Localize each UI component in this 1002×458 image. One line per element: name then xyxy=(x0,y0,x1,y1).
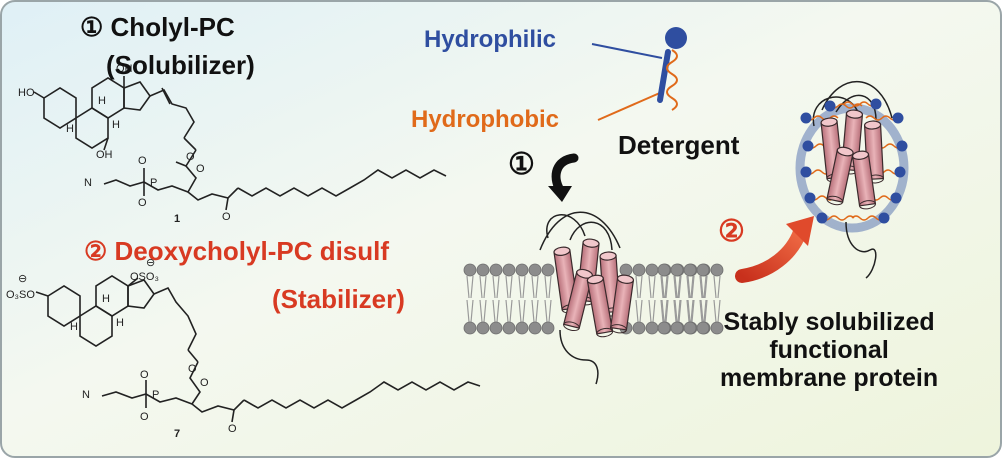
svg-text:OH: OH xyxy=(96,149,113,161)
svg-text:O: O xyxy=(188,363,197,375)
svg-text:H: H xyxy=(116,317,124,329)
svg-text:H: H xyxy=(66,123,74,135)
svg-text:O: O xyxy=(140,369,149,381)
result-caption: Stably solubilized functional membrane p… xyxy=(720,308,938,392)
compound-7-role: (Stabilizer) xyxy=(272,284,405,314)
detergent-label: Detergent xyxy=(618,130,740,160)
compound-7-atom-labels: O₃SO OSO₃ ⊖ ⊖ H H H O O O O P N O xyxy=(6,257,237,435)
detergent-icon xyxy=(591,27,687,121)
compound-1-number: 1 xyxy=(174,213,181,225)
svg-text:⊖: ⊖ xyxy=(18,273,27,285)
compound-7-title: ② Deoxycholyl-PC disulf xyxy=(84,236,390,266)
compound-1-role: (Solubilizer) xyxy=(106,50,255,80)
compound-7-structure xyxy=(35,275,481,423)
hydrophobic-label: Hydrophobic xyxy=(411,106,559,133)
svg-text:N: N xyxy=(84,177,92,189)
svg-text:O: O xyxy=(140,411,149,423)
hydrophobic-pointer-line xyxy=(597,91,663,121)
hydrophilic-label: Hydrophilic xyxy=(424,26,557,53)
svg-text:O: O xyxy=(138,197,147,209)
step1-arrow-icon xyxy=(548,153,579,202)
svg-text:OSO₃: OSO₃ xyxy=(130,271,159,283)
svg-text:H: H xyxy=(102,293,110,305)
svg-text:N: N xyxy=(82,389,90,401)
result-line-3: membrane protein xyxy=(720,364,939,392)
svg-text:H: H xyxy=(98,95,106,107)
result-line-1: Stably solubilized xyxy=(723,308,935,336)
step2-arrow-icon xyxy=(735,216,814,283)
solubilized-protein-micelle xyxy=(795,81,909,279)
result-line-2: functional xyxy=(769,336,889,364)
compound-1-title: ① Cholyl-PC xyxy=(80,12,235,42)
svg-text:O: O xyxy=(228,423,237,435)
svg-text:O: O xyxy=(200,377,209,389)
svg-text:P: P xyxy=(150,177,157,189)
svg-text:HO: HO xyxy=(18,87,35,99)
membrane-protein-in-bilayer xyxy=(539,211,635,385)
compound-7-number: 7 xyxy=(174,428,181,440)
lipid-bilayer xyxy=(463,263,724,335)
svg-text:OH: OH xyxy=(116,63,133,75)
compound-1-structure xyxy=(33,76,447,211)
svg-text:O₃SO: O₃SO xyxy=(6,289,35,301)
svg-text:P: P xyxy=(152,389,159,401)
step1-marker: ① xyxy=(508,148,535,181)
svg-text:H: H xyxy=(70,321,78,333)
svg-text:O: O xyxy=(186,151,195,163)
step2-marker: ② xyxy=(718,215,745,248)
svg-text:O: O xyxy=(138,155,147,167)
svg-text:O: O xyxy=(222,211,231,223)
svg-text:O: O xyxy=(196,163,205,175)
svg-text:H: H xyxy=(112,119,120,131)
hydrophilic-pointer-line xyxy=(591,43,663,59)
svg-text:⊖: ⊖ xyxy=(146,257,155,269)
compound-1-atom-labels: HO OH OH H H H O O O O P N O xyxy=(18,63,231,223)
